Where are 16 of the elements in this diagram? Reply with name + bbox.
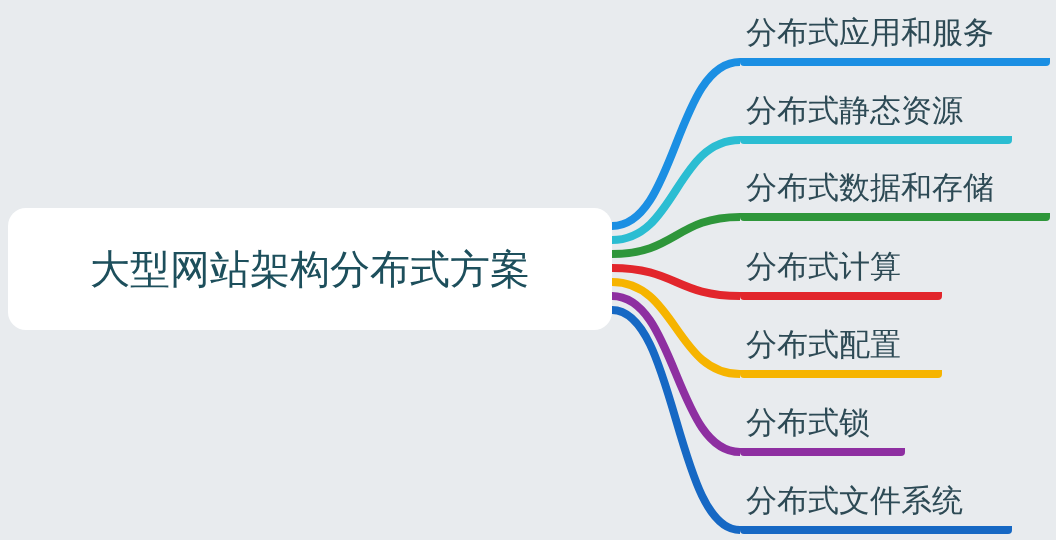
central-topic-box <box>8 208 612 330</box>
branch-line <box>611 292 741 456</box>
topic-text: 分布式计算 <box>746 247 901 286</box>
topic-text: 分布式锁 <box>746 403 870 442</box>
branch-line <box>611 58 741 230</box>
topic-text: 分布式文件系统 <box>746 481 963 520</box>
topic-text: 分布式静态资源 <box>746 91 963 130</box>
topic-text: 分布式数据和存储 <box>746 168 994 207</box>
topic-text: 分布式应用和服务 <box>746 13 994 52</box>
topic-text: 大型网站架构分布式方案 <box>90 244 530 294</box>
topic-text: 分布式配置 <box>746 325 901 364</box>
branch-line <box>610 306 742 534</box>
branch-line <box>611 213 741 258</box>
branch-line <box>611 136 741 244</box>
branch-line <box>611 264 741 300</box>
branch-line <box>611 278 741 378</box>
